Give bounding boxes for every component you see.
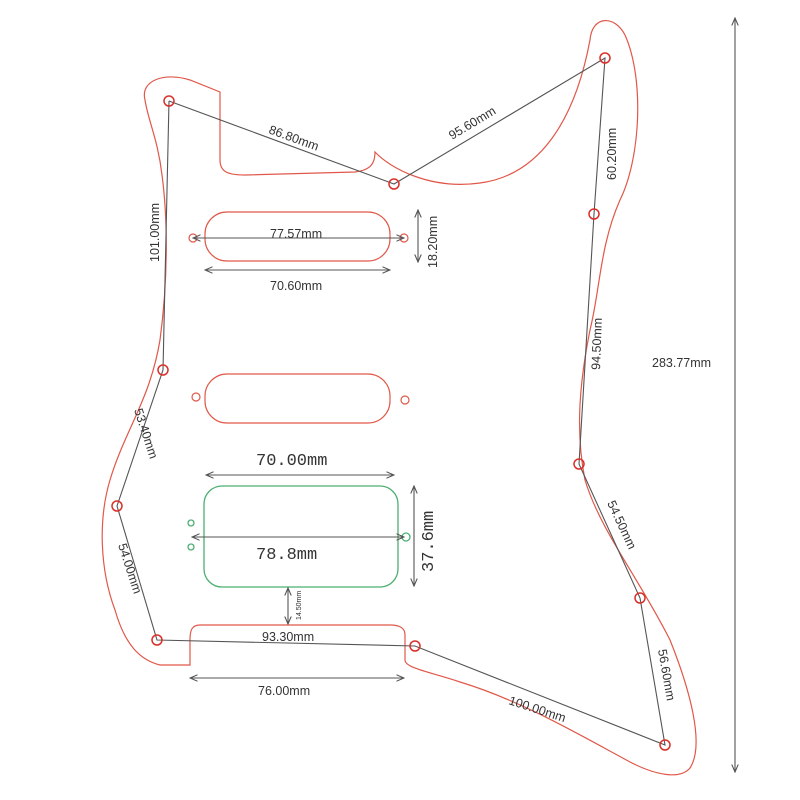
screw-hole <box>388 178 400 190</box>
dimension-label: 100.00mm <box>507 694 567 726</box>
screw-hole <box>659 739 671 751</box>
screw-hole <box>588 208 600 220</box>
screw-dimension-lines <box>116 56 666 746</box>
dimension-label: 93.30mm <box>262 630 314 644</box>
dimension-label: 70.60mm <box>270 279 322 293</box>
screw-hole <box>157 364 169 376</box>
screw-hole <box>634 592 646 604</box>
screw-hole <box>573 458 585 470</box>
dimension-label: 76.00mm <box>258 684 310 698</box>
dimension-label: 70.00mm <box>256 452 327 471</box>
pickguard-outline <box>101 20 697 776</box>
screw-hole <box>599 52 611 64</box>
dimension-label: 86.80mm <box>267 123 321 154</box>
dimension-label: 101.00mm <box>148 203 162 262</box>
dimension-label: 60.20mm <box>605 128 619 180</box>
pickup-screw-hole <box>191 392 201 402</box>
dimension-label: 14.50mm <box>296 591 303 620</box>
dimension-label: 54.50mm <box>604 498 639 551</box>
dimension-label: 18.20mm <box>426 216 440 268</box>
mounting-screws <box>111 52 671 751</box>
screw-hole <box>163 95 175 107</box>
pickup-screw-hole <box>400 395 410 405</box>
dimension-label: 78.8mm <box>256 546 317 565</box>
middle-pickup-cutout <box>204 373 391 424</box>
dimension-label: 94.50mm <box>589 318 605 371</box>
dimension-label: 56.60mm <box>655 648 678 702</box>
screw-hole <box>151 634 163 646</box>
screw-hole <box>409 640 421 652</box>
dimension-label: 54.00mm <box>115 542 144 596</box>
dimension-label: 37.6mm <box>420 511 439 572</box>
dimension-label: 77.57mm <box>270 227 322 241</box>
total-height-label: 283.77mm <box>652 356 711 370</box>
humbucker-screw-hole <box>187 519 195 527</box>
humbucker-screw-hole <box>187 543 195 551</box>
screw-hole <box>111 500 123 512</box>
